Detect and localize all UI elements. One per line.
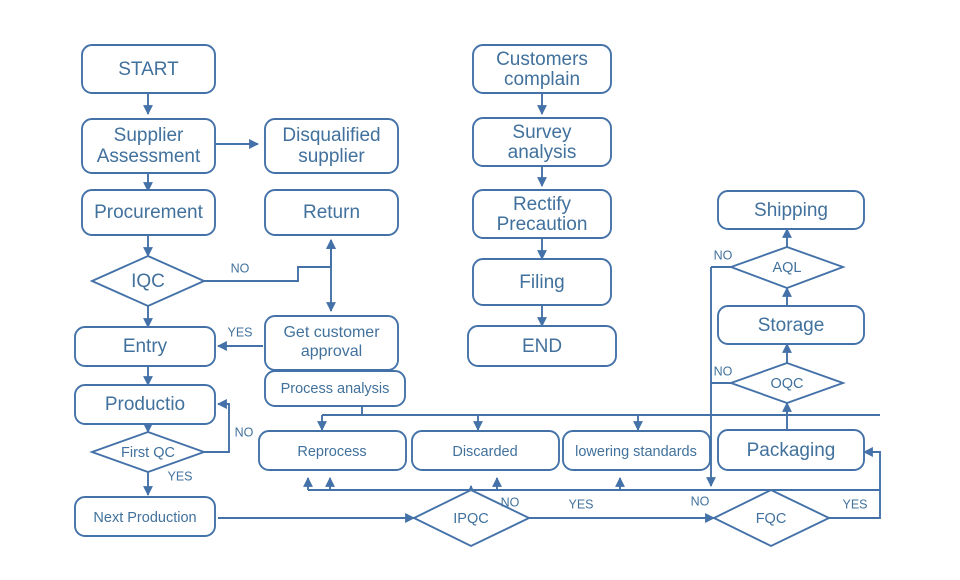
node-process-analysis[interactable]: Process analysis <box>264 370 406 407</box>
node-storage-label: Storage <box>758 315 825 336</box>
node-discarded[interactable]: Discarded <box>411 430 560 471</box>
node-process-analysis-label: Process analysis <box>281 381 390 397</box>
node-reprocess[interactable]: Reprocess <box>258 430 407 471</box>
edge-label-first-qc-yes: YES <box>167 469 192 483</box>
node-survey-analysis-label-line2: analysis <box>508 142 577 163</box>
node-disqualified-supplier[interactable]: Disqualified supplier <box>264 118 399 174</box>
edge-label-oqc-no: NO <box>714 364 733 378</box>
edge-label-approval-yes: YES <box>227 325 252 339</box>
node-iqc[interactable]: IQC <box>89 254 207 308</box>
node-iqc-label: IQC <box>131 271 165 292</box>
node-shipping[interactable]: Shipping <box>717 190 865 230</box>
node-customers-complain[interactable]: Customers complain <box>472 44 612 94</box>
node-aql-label: AQL <box>772 260 801 276</box>
node-discarded-label: Discarded <box>452 444 517 460</box>
node-oqc-label: OQC <box>770 376 803 392</box>
node-packaging-label: Packaging <box>747 440 836 461</box>
node-lowering-standards[interactable]: lowering standards <box>562 430 711 471</box>
node-packaging[interactable]: Packaging <box>717 429 865 471</box>
node-customers-complain-label-line1: Customers <box>496 49 588 70</box>
node-supplier-assessment-label-line1: Supplier <box>114 125 184 146</box>
node-rectify-precaution-label-line1: Rectify <box>513 194 572 215</box>
edge-label-iqc-no: NO <box>231 261 250 275</box>
node-procurement-label: Procurement <box>94 202 203 223</box>
node-get-customer-approval-label-line2: approval <box>301 343 362 360</box>
node-end[interactable]: END <box>467 325 617 367</box>
node-start-label: START <box>118 59 179 80</box>
node-shipping-label: Shipping <box>754 200 828 221</box>
node-procurement[interactable]: Procurement <box>81 189 216 236</box>
edge-label-fqc-yes: YES <box>842 497 867 511</box>
edge-label-first-qc-no: NO <box>235 425 254 439</box>
node-end-label: END <box>522 336 562 357</box>
node-rectify-precaution[interactable]: Rectify Precaution <box>472 189 612 239</box>
node-first-qc-label: First QC <box>121 445 175 461</box>
node-disqualified-supplier-label-line1: Disqualified <box>282 125 380 146</box>
node-customers-complain-label-line2: complain <box>504 69 580 90</box>
node-rectify-precaution-label-line2: Precaution <box>497 214 588 235</box>
node-next-production[interactable]: Next Production <box>74 496 216 537</box>
edge-label-ipqc-yes: YES <box>568 497 593 511</box>
node-filing-label: Filing <box>519 272 564 293</box>
node-fqc-label: FQC <box>756 511 787 527</box>
node-entry[interactable]: Entry <box>74 326 216 367</box>
edge-label-fqc-no: NO <box>691 494 710 508</box>
node-ipqc-label: IPQC <box>453 511 488 527</box>
edge-iqc-no-to-return <box>204 239 336 282</box>
node-production[interactable]: Productio <box>74 384 216 425</box>
node-survey-analysis[interactable]: Survey analysis <box>472 117 612 167</box>
node-next-production-label: Next Production <box>93 510 196 526</box>
node-disqualified-supplier-label-line2: supplier <box>298 146 365 167</box>
node-first-qc[interactable]: First QC <box>89 430 207 474</box>
node-supplier-assessment[interactable]: Supplier Assessment <box>81 118 216 174</box>
node-lowering-standards-label: lowering standards <box>575 444 697 460</box>
node-survey-analysis-label-line1: Survey <box>512 122 572 143</box>
node-oqc[interactable]: OQC <box>728 361 846 405</box>
node-return[interactable]: Return <box>264 189 399 236</box>
node-start[interactable]: START <box>81 44 216 94</box>
node-entry-label: Entry <box>123 336 168 357</box>
node-filing[interactable]: Filing <box>472 258 612 306</box>
node-aql[interactable]: AQL <box>728 245 846 290</box>
node-fqc[interactable]: FQC <box>711 488 832 548</box>
node-production-label: Productio <box>105 394 185 415</box>
edge-label-ipqc-no: NO <box>501 495 520 509</box>
node-return-label: Return <box>303 202 360 223</box>
node-get-customer-approval-label-line1: Get customer <box>283 324 380 341</box>
node-supplier-assessment-label-line2: Assessment <box>97 146 201 167</box>
node-storage[interactable]: Storage <box>717 305 865 345</box>
edge-fqc-yes-to-packaging <box>829 447 881 519</box>
node-reprocess-label: Reprocess <box>297 444 366 460</box>
edge-firstqc-no-to-production <box>204 399 230 453</box>
edge-label-aql-no: NO <box>714 248 733 262</box>
node-ipqc[interactable]: IPQC <box>411 488 532 548</box>
node-get-customer-approval[interactable]: Get customer approval <box>264 315 399 371</box>
